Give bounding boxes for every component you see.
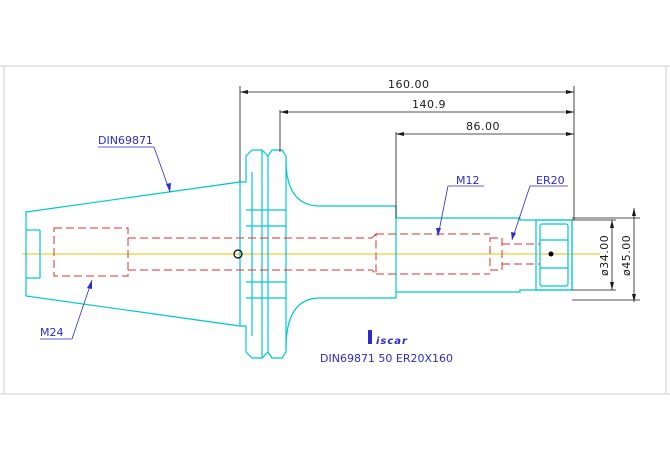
callout-internal-thread: M12 (456, 174, 480, 187)
dim-diameter-nose: ø34.00 (598, 235, 611, 276)
callout-taper: DIN69871 (98, 134, 153, 147)
callout-leaders (40, 146, 568, 340)
dim-length-total: 160.00 (388, 78, 430, 91)
sheet-border (0, 65, 670, 395)
dimension-arrows (240, 90, 636, 302)
hidden-lines (53, 227, 540, 277)
dim-length-body: 140.9 (412, 98, 446, 111)
tool-designation: DIN69871 50 ER20X160 (320, 352, 453, 365)
callout-collet: ER20 (536, 174, 565, 187)
dim-diameter-flange: ø45.00 (620, 235, 633, 276)
logo-text: iscar (376, 336, 408, 347)
dimension-lines (239, 86, 640, 302)
callout-pull-stud-thread: M24 (40, 326, 64, 339)
center-mark (233, 249, 243, 259)
part-outline (25, 149, 573, 359)
iscar-logo: iscar (368, 330, 408, 347)
dim-length-nose: 86.00 (466, 120, 500, 133)
center-mark (548, 251, 554, 257)
callout-arrows (87, 183, 516, 289)
